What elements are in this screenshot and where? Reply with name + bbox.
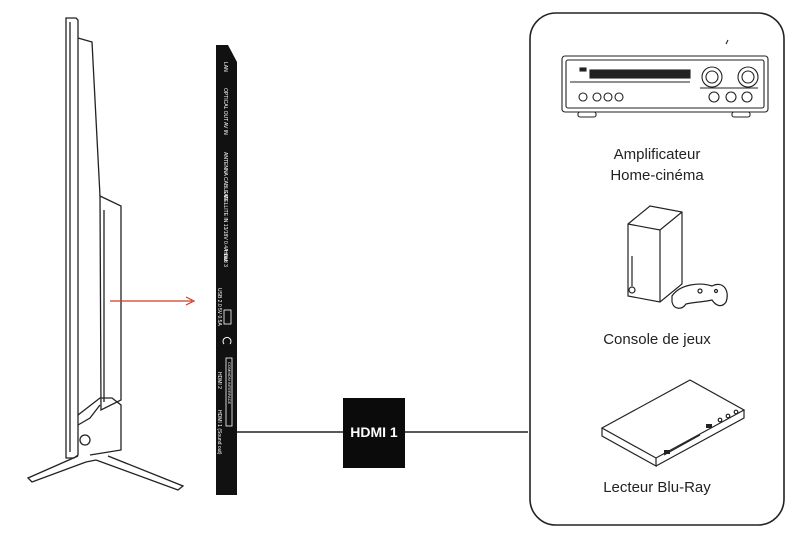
game-console-icon: [627, 205, 728, 309]
amplifier-label: Amplificateur Home-cinéma: [540, 144, 774, 186]
amplifier-icon: [561, 39, 769, 118]
hdmi-connector-label: HDMI 1: [350, 424, 398, 440]
bluray-player-icon: [600, 379, 746, 468]
bluray-label: Lecteur Blu-Ray: [603, 479, 711, 496]
hdmi-connector-box: [343, 398, 405, 468]
amplifier-label-line2: Home-cinéma: [610, 167, 704, 184]
amplifier-label-line1: Amplificateur: [613, 146, 701, 163]
port-panel: [216, 45, 237, 495]
console-label: Console de jeux: [603, 331, 711, 348]
tv-side-view: [26, 17, 185, 491]
devices-box: [529, 12, 785, 526]
pointer-arrow: [110, 296, 196, 306]
